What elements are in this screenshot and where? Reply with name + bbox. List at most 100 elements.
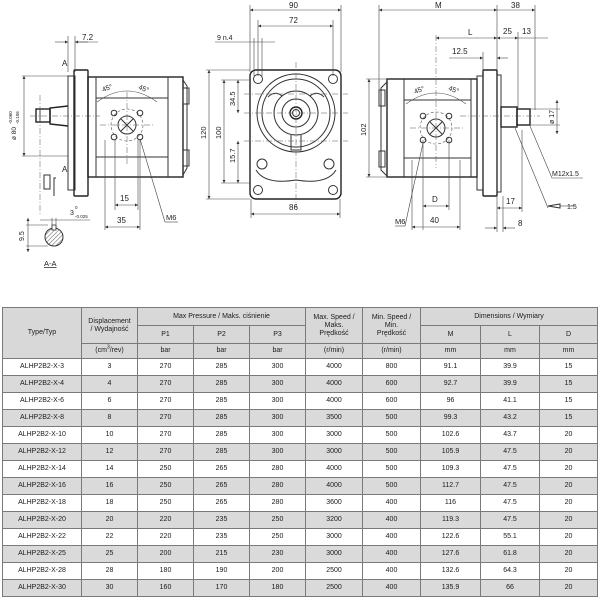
cell-type: ALHP2B2-X-30 — [2, 579, 82, 597]
cell-p1: 220 — [137, 511, 194, 529]
header-max-speed-l1: Max. Speed / — [313, 313, 355, 321]
cell-displacement: 18 — [81, 494, 138, 512]
dim-90: 90 — [289, 1, 298, 10]
cell-m: 105.9 — [420, 443, 481, 461]
cell-m: 99.3 — [420, 409, 481, 427]
cell-l: 43.2 — [480, 409, 540, 427]
cell-p1: 270 — [137, 443, 194, 461]
cell-m: 122.6 — [420, 528, 481, 546]
cell-d: 20 — [538, 562, 599, 580]
key-tol-lower: -0.025 — [75, 214, 88, 219]
cell-min-speed: 500 — [362, 409, 421, 427]
header-m: M — [420, 325, 481, 344]
cell-p2: 285 — [193, 426, 250, 444]
header-d: D — [538, 325, 599, 344]
left-bolt-top — [182, 87, 190, 105]
cell-min-speed: 400 — [362, 579, 421, 597]
cell-max-speed: 4000 — [305, 477, 363, 495]
unit-displacement-pre: (cm — [95, 347, 107, 354]
cell-m: 135.9 — [420, 579, 481, 597]
cell-d: 15 — [538, 358, 599, 376]
header-dimensions: Dimensions / Wymiary — [419, 307, 599, 326]
header-displacement: Displacement / Wydajność — [81, 307, 138, 344]
cell-m: 112.7 — [420, 477, 481, 495]
front-flange-outline — [249, 69, 342, 200]
cell-displacement: 10 — [81, 426, 138, 444]
dim-12-5: 12.5 — [452, 47, 468, 56]
cell-d: 15 — [538, 392, 599, 410]
cell-m: 132.6 — [420, 562, 481, 580]
cell-p2: 265 — [193, 460, 250, 478]
cell-max-speed: 4000 — [305, 392, 363, 410]
cell-m: 91.1 — [420, 358, 481, 376]
cell-d: 20 — [538, 579, 599, 597]
cell-m: 127.6 — [420, 545, 481, 563]
cell-m: 119.3 — [420, 511, 481, 529]
cell-displacement: 14 — [81, 460, 138, 478]
cell-p3: 280 — [249, 460, 306, 478]
cell-min-speed: 500 — [362, 460, 421, 478]
cell-displacement: 6 — [81, 392, 138, 410]
cell-p2: 285 — [193, 409, 250, 427]
cell-min-speed: 400 — [362, 511, 421, 529]
header-displacement-l2: / Wydajność — [90, 325, 129, 333]
unit-p1: bar — [137, 343, 194, 359]
left-shaft-end — [35, 108, 51, 123]
cell-p3: 300 — [249, 426, 306, 444]
dim-15-7: 15.7 — [228, 148, 237, 163]
cell-displacement: 8 — [81, 409, 138, 427]
cell-max-speed: 3000 — [305, 443, 363, 461]
cell-min-speed: 400 — [362, 528, 421, 546]
cell-p3: 300 — [249, 409, 306, 427]
unit-max-speed: (r/min) — [305, 343, 363, 359]
cell-p1: 220 — [137, 528, 194, 546]
cell-p3: 280 — [249, 477, 306, 495]
cell-type: ALHP2B2-X-20 — [2, 511, 82, 529]
right-shaft — [500, 106, 518, 128]
dim-102: 102 — [359, 123, 368, 136]
cell-max-speed: 3000 — [305, 426, 363, 444]
dim-7-2: 7.2 — [82, 33, 94, 42]
cell-type: ALHP2B2-X-16 — [2, 477, 82, 495]
dim-120: 120 — [199, 126, 208, 139]
header-displacement-l1: Displacement — [88, 317, 131, 325]
left-flange-lip — [67, 75, 76, 191]
unit-p2: bar — [193, 343, 250, 359]
dim-L: L — [468, 28, 473, 37]
cell-l: 55.1 — [480, 528, 540, 546]
cell-displacement: 16 — [81, 477, 138, 495]
dim-40: 40 — [430, 216, 439, 225]
cell-p1: 180 — [137, 562, 194, 580]
cell-p3: 200 — [249, 562, 306, 580]
dim-35: 35 — [117, 216, 126, 225]
cell-p2: 285 — [193, 375, 250, 393]
left-angle-right: 45° — [137, 83, 150, 94]
header-p3: P3 — [249, 325, 306, 344]
dim-13: 13 — [522, 27, 531, 36]
dim-8: 8 — [518, 219, 523, 228]
cell-p3: 300 — [249, 375, 306, 393]
cell-displacement: 4 — [81, 375, 138, 393]
header-max-speed: Max. Speed / Maks. Prędkość — [305, 307, 363, 344]
cell-min-speed: 500 — [362, 443, 421, 461]
cell-max-speed: 2500 — [305, 562, 363, 580]
cell-type: ALHP2B2-X-18 — [2, 494, 82, 512]
unit-displacement-sup: 3 — [106, 344, 110, 351]
cell-m: 96 — [420, 392, 481, 410]
cell-p1: 270 — [137, 409, 194, 427]
left-thread-m6: M6 — [166, 213, 176, 222]
cell-l: 43.7 — [480, 426, 540, 444]
header-max-speed-l2: Maks. — [324, 321, 344, 329]
taper-ratio: 1:5 — [567, 204, 577, 211]
right-angle-left: 45° — [413, 85, 426, 96]
cell-l: 64.3 — [480, 562, 540, 580]
cell-p3: 250 — [249, 528, 306, 546]
